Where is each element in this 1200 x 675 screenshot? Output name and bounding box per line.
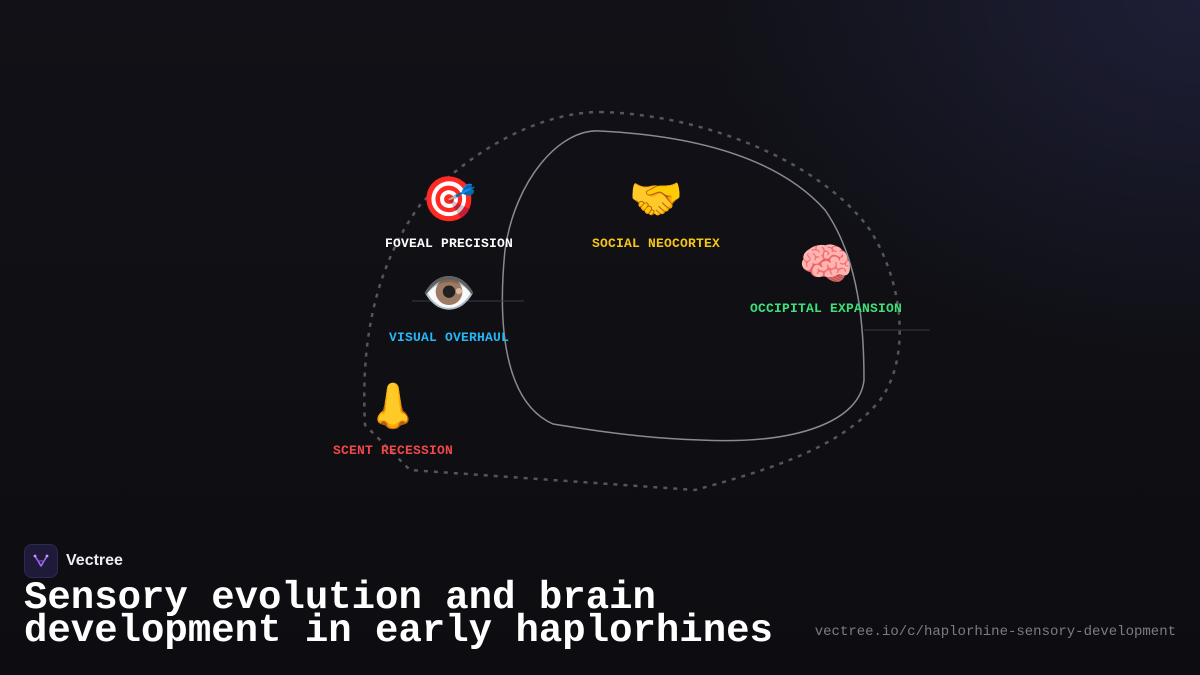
handshake-icon: 🤝	[628, 174, 684, 225]
node-label: SCENT RECESSION	[332, 443, 454, 458]
vectree-logo-icon	[24, 544, 58, 578]
outer-boundary	[363, 110, 901, 492]
node-foveal-precision: 🎯 FOVEAL PRECISION	[385, 174, 513, 251]
node-label: FOVEAL PRECISION	[384, 236, 514, 251]
node-visual-overhaul: 👁️ VISUAL OVERHAUL	[389, 268, 509, 345]
node-label: OCCIPITAL EXPANSION	[749, 301, 903, 316]
brand[interactable]: Vectree	[24, 544, 123, 578]
eye-icon: 👁️	[421, 268, 477, 319]
node-label: SOCIAL NEOCORTEX	[591, 236, 721, 251]
target-icon: 🎯	[421, 174, 477, 225]
page-url[interactable]: vectree.io/c/haplorhine-sensory-developm…	[814, 624, 1176, 640]
node-scent-recession: 👃 SCENT RECESSION	[333, 381, 453, 458]
inner-boundary	[501, 130, 865, 442]
node-occipital-expansion: 🧠 OCCIPITAL EXPANSION	[750, 239, 902, 316]
node-label: VISUAL OVERHAUL	[388, 330, 510, 345]
nose-icon: 👃	[365, 381, 421, 432]
node-social-neocortex: 🤝 SOCIAL NEOCORTEX	[592, 174, 720, 251]
brain-icon: 🧠	[798, 239, 854, 290]
brand-name: Vectree	[66, 552, 123, 569]
page-title: Sensory evolution and brain development …	[24, 576, 773, 653]
